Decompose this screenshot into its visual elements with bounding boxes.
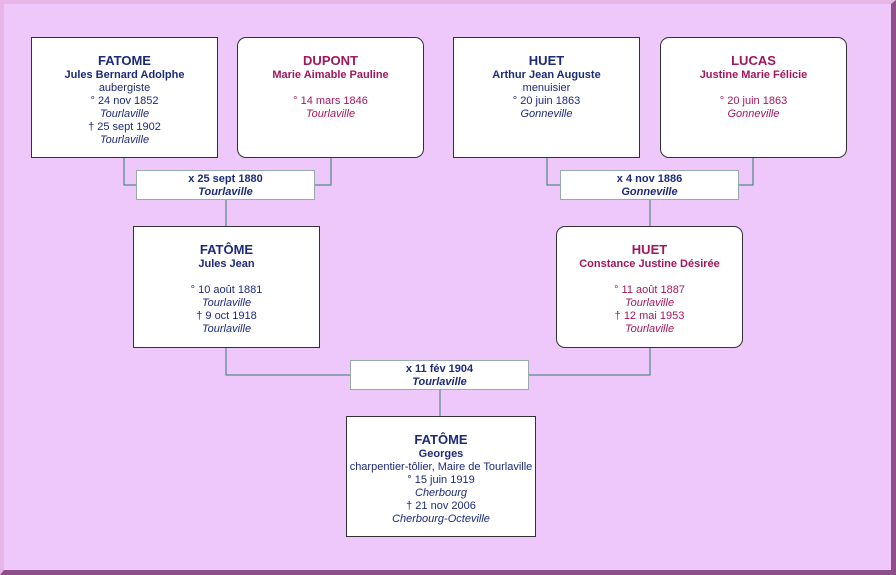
person-birth-place: Gonneville: [727, 108, 780, 120]
person-surname: LUCAS: [731, 53, 776, 68]
person-birth: ° 24 nov 1852: [90, 95, 159, 107]
person-death: † 25 sept 1902: [88, 121, 161, 133]
person-given-names: Georges: [418, 448, 464, 460]
connector-p6-m3: [529, 348, 651, 376]
person-death-place: Tourlaville: [201, 323, 252, 335]
person-given-names: Justine Marie Félicie: [699, 69, 808, 81]
person-card-huet-arthur[interactable]: HUET Arthur Jean Auguste menuisier ° 20 …: [453, 37, 640, 158]
person-birth-place: Cherbourg: [415, 487, 467, 499]
person-card-lucas-justine[interactable]: LUCAS Justine Marie Félicie ° 20 juin 18…: [660, 37, 847, 158]
person-death-place: Tourlaville: [624, 323, 675, 335]
person-surname: HUET: [528, 53, 565, 68]
person-card-fatome-georges[interactable]: FATÔME Georges charpentier-tôlier, Maire…: [346, 416, 536, 537]
marriage-box-1904[interactable]: x 11 fév 1904 Tourlaville: [350, 360, 529, 390]
marriage-box-1886[interactable]: x 4 nov 1886 Gonneville: [560, 170, 739, 200]
marriage-place: Tourlaville: [412, 376, 467, 388]
person-birth-place: Tourlaville: [201, 297, 252, 309]
person-birth-place: Tourlaville: [99, 108, 150, 120]
person-birth: ° 20 juin 1863: [512, 95, 581, 107]
marriage-date: x 11 fév 1904: [405, 363, 474, 375]
marriage-place: Tourlaville: [198, 186, 253, 198]
connector-p1-m1: [123, 158, 136, 186]
person-birth-place: Gonneville: [520, 108, 573, 120]
marriage-box-1880[interactable]: x 25 sept 1880 Tourlaville: [136, 170, 315, 200]
person-death-place: Tourlaville: [99, 134, 150, 146]
person-surname: FATÔME: [199, 242, 254, 257]
person-birth: ° 10 août 1881: [190, 284, 263, 296]
connector-p3-m2: [546, 158, 560, 186]
person-surname: HUET: [631, 242, 668, 257]
person-given-names: Marie Aimable Pauline: [272, 69, 389, 81]
person-surname: FATOME: [98, 53, 151, 68]
connector-p5-m3: [225, 348, 350, 376]
person-birth-place: Tourlaville: [624, 297, 675, 309]
connector-p4-m2: [739, 158, 754, 186]
person-death: † 9 oct 1918: [196, 310, 257, 322]
person-card-dupont-marie[interactable]: DUPONT Marie Aimable Pauline ° 14 mars 1…: [237, 37, 424, 158]
person-given-names: Jules Bernard Adolphe: [64, 69, 185, 81]
person-death-place: Cherbourg-Octeville: [392, 513, 490, 525]
person-given-names: Arthur Jean Auguste: [492, 69, 601, 81]
person-death: † 12 mai 1953: [614, 310, 685, 322]
marriage-place: Gonneville: [621, 186, 678, 198]
person-surname: DUPONT: [303, 53, 358, 68]
person-birth: ° 14 mars 1846: [293, 95, 368, 107]
person-birth: ° 11 août 1887: [614, 284, 685, 296]
person-card-fatome-jules-bernard[interactable]: FATOME Jules Bernard Adolphe aubergiste …: [31, 37, 218, 158]
person-occupation: aubergiste: [98, 82, 151, 94]
person-surname: FATÔME: [414, 432, 468, 447]
marriage-date: x 25 sept 1880: [188, 173, 263, 185]
connector-p2-m1: [315, 158, 332, 186]
person-birth-place: Tourlaville: [305, 108, 356, 120]
person-death: † 21 nov 2006: [406, 500, 476, 512]
person-card-huet-constance[interactable]: HUET Constance Justine Désirée ° 11 août…: [556, 226, 743, 348]
person-given-names: Constance Justine Désirée: [579, 258, 720, 270]
person-card-fatome-jules-jean[interactable]: FATÔME Jules Jean ° 10 août 1881 Tourlav…: [133, 226, 320, 348]
marriage-date: x 4 nov 1886: [616, 173, 683, 185]
person-birth: ° 20 juin 1863: [719, 95, 788, 107]
person-given-names: Jules Jean: [198, 258, 255, 270]
person-occupation: charpentier-tôlier, Maire de Tourlaville: [349, 461, 533, 473]
person-birth: ° 15 juin 1919: [407, 474, 475, 486]
person-occupation: menuisier: [522, 82, 571, 94]
